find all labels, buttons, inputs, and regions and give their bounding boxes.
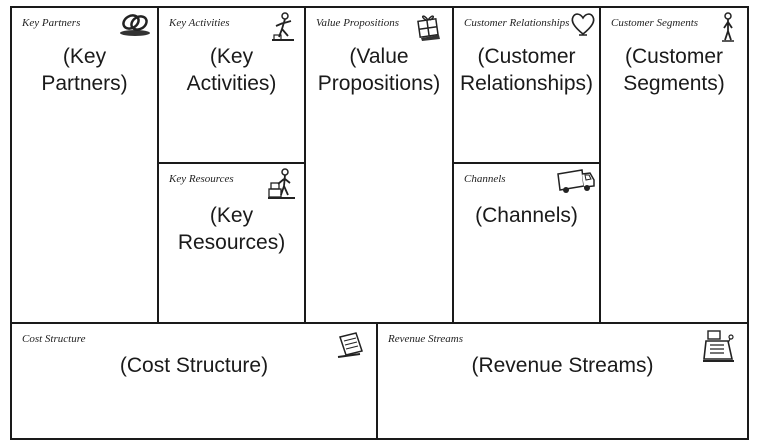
divider-line	[376, 322, 378, 440]
block-title: Cost Structure	[22, 333, 86, 345]
placeholder-line: (Key	[209, 45, 254, 68]
block-placeholder: (Cost Structure)	[12, 352, 376, 379]
block-key-activities: Key Activities (Key Activities)	[159, 8, 304, 162]
canvas-frame	[10, 6, 749, 440]
block-revenue-streams: Revenue Streams (Revenue Streams)	[378, 324, 747, 438]
divider-line	[599, 6, 601, 324]
standing-person-icon	[719, 11, 737, 43]
placeholder-line: (Cost Structure)	[119, 354, 269, 377]
placeholder-line: (Customer	[624, 45, 724, 68]
divider-line	[157, 162, 306, 164]
placeholder-line: Activities)	[186, 72, 277, 95]
placeholder-line: (Customer	[477, 45, 576, 68]
divider-line	[452, 162, 601, 164]
block-value-propositions: Value Propositions (Value Propositions)	[306, 8, 452, 322]
placeholder-line: (Channels)	[475, 204, 578, 227]
placeholder-line: Partners)	[41, 72, 128, 95]
divider-line	[304, 6, 306, 324]
placeholder-line: (Key	[62, 45, 107, 68]
worker-icon	[269, 11, 297, 43]
person-with-boxes-icon	[267, 167, 297, 201]
placeholder-line: Relationships)	[459, 72, 594, 95]
block-placeholder: (Channels)	[454, 202, 599, 229]
gift-box-icon	[413, 10, 445, 42]
block-placeholder: (Key Activities)	[159, 43, 304, 97]
block-customer-relationships: Customer Relationships (Customer Relatio…	[454, 8, 599, 162]
linked-rings-icon	[118, 10, 152, 38]
placeholder-line: Resources)	[177, 231, 286, 254]
block-title: Key Activities	[169, 17, 230, 29]
cash-register-icon	[702, 329, 736, 365]
placeholder-line: (Revenue Streams)	[471, 354, 654, 377]
block-title: Channels	[464, 173, 506, 185]
block-placeholder: (Key Partners)	[12, 43, 157, 97]
placeholder-line: (Key	[209, 204, 254, 227]
price-tag-icon	[334, 329, 366, 361]
block-placeholder: (Revenue Streams)	[378, 352, 747, 379]
heart-icon	[569, 11, 597, 37]
block-title: Key Resources	[169, 173, 234, 185]
divider-line	[10, 322, 749, 324]
block-key-partners: Key Partners (Key Partners)	[12, 8, 157, 322]
block-channels: Channels (Channels)	[454, 164, 599, 322]
block-placeholder: (Key Resources)	[159, 202, 304, 256]
block-placeholder: (Value Propositions)	[306, 43, 452, 97]
placeholder-line: (Value	[349, 45, 409, 68]
block-title: Customer Relationships	[464, 17, 570, 29]
block-title: Value Propositions	[316, 17, 400, 29]
block-cost-structure: Cost Structure (Cost Structure)	[12, 324, 376, 438]
block-customer-segments: Customer Segments (Customer Segments)	[601, 8, 747, 322]
block-key-resources: Key Resources (Key Resources)	[159, 164, 304, 322]
block-title: Key Partners	[22, 17, 81, 29]
block-placeholder: (Customer Segments)	[601, 43, 747, 97]
placeholder-line: Propositions)	[317, 72, 441, 95]
divider-line	[157, 6, 159, 324]
divider-line	[452, 6, 454, 324]
block-placeholder: (Customer Relationships)	[454, 43, 599, 97]
placeholder-line: Segments)	[623, 72, 725, 95]
block-title: Revenue Streams	[388, 333, 464, 345]
delivery-truck-icon	[556, 168, 596, 196]
block-title: Customer Segments	[611, 17, 699, 29]
